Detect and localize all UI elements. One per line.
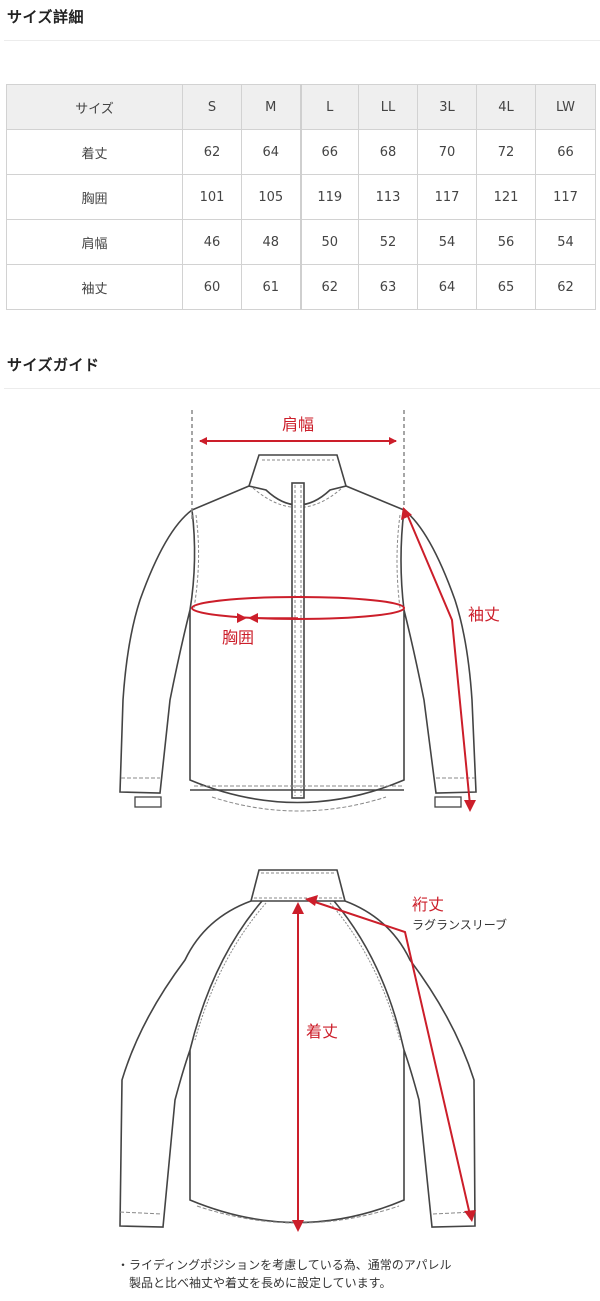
front-measurements — [191, 410, 476, 812]
section-divider — [4, 388, 600, 389]
header-size-label: サイズ — [6, 84, 183, 130]
header-size-s: S — [182, 84, 242, 130]
size-table: サイズ S M L LL 3L 4L LW 着丈 62 64 66 68 70 … — [6, 84, 596, 310]
header-size-3l: 3L — [417, 84, 477, 130]
cell: 61 — [241, 264, 301, 310]
header-size-l: L — [299, 84, 359, 130]
header-size-lw: LW — [535, 84, 596, 130]
note-line-1: ライディングポジションを考慮している為、通常のアパレル — [129, 1258, 452, 1272]
cell: 63 — [358, 264, 418, 310]
cell: 52 — [358, 219, 418, 265]
row-label: 胸囲 — [6, 174, 183, 220]
cell: 121 — [476, 174, 536, 220]
cell: 48 — [241, 219, 301, 265]
cell: 60 — [182, 264, 242, 310]
table-row: 胸囲 101 105 119 113 117 121 117 — [6, 174, 596, 220]
size-details-title: サイズ詳細 — [7, 8, 85, 26]
section-divider — [4, 40, 600, 41]
cell: 66 — [299, 129, 359, 175]
yuki-length-label: 裄丈 — [412, 895, 444, 914]
row-label: 袖丈 — [6, 264, 183, 310]
cell: 64 — [417, 264, 477, 310]
table-header-row: サイズ S M L LL 3L 4L LW — [6, 84, 596, 130]
body-length-label: 着丈 — [306, 1022, 338, 1041]
table-row: 着丈 62 64 66 68 70 72 66 — [6, 129, 596, 175]
cell: 119 — [299, 174, 359, 220]
cell: 113 — [358, 174, 418, 220]
chest-label: 胸囲 — [222, 628, 254, 647]
note-bullet: ・ — [117, 1258, 130, 1272]
header-size-ll: LL — [358, 84, 418, 130]
table-row: 肩幅 46 48 50 52 54 56 54 — [6, 219, 596, 265]
size-guide-title: サイズガイド — [7, 356, 100, 374]
row-label: 着丈 — [6, 129, 183, 175]
cell: 65 — [476, 264, 536, 310]
front-jacket-outline — [119, 454, 477, 812]
row-label: 肩幅 — [6, 219, 183, 265]
cell: 62 — [535, 264, 596, 310]
cell: 54 — [417, 219, 477, 265]
back-measurements — [292, 895, 476, 1232]
cell: 50 — [299, 219, 359, 265]
fit-note: ・ライディングポジションを考慮している為、通常のアパレル 製品と比べ袖丈や着丈を… — [117, 1256, 452, 1292]
sleeve-length-label: 袖丈 — [468, 605, 500, 624]
cell: 62 — [182, 129, 242, 175]
raglan-sleeve-label: ラグランスリーブ — [412, 917, 507, 932]
shoulder-width-label: 肩幅 — [282, 415, 314, 434]
note-line-2: 製品と比べ袖丈や着丈を長めに設定しています。 — [129, 1276, 392, 1290]
table-row: 袖丈 60 61 62 63 64 65 62 — [6, 264, 596, 310]
